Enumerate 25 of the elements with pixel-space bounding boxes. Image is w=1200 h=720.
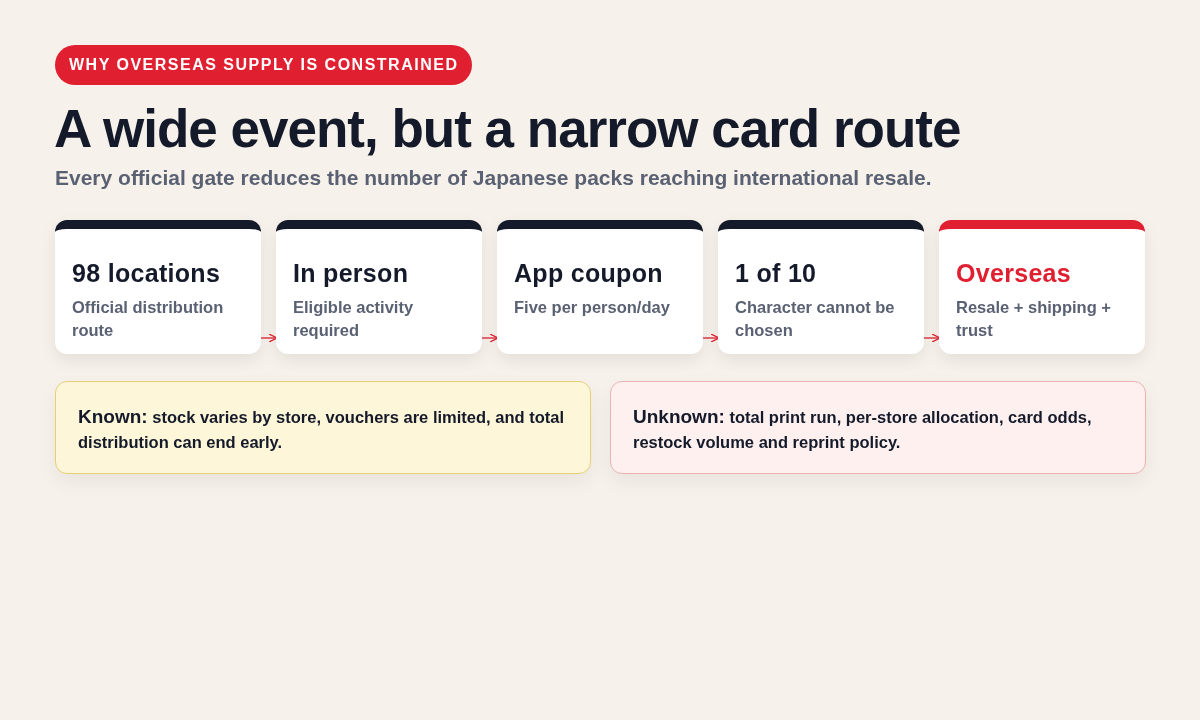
note-text: Unknown: total print run, per-store allocation, card odds, restock volume and reprint policy. [633,405,1093,453]
card-description: Five per person/day [514,297,671,318]
note-card [610,381,1146,474]
card-heading: 1 of 10 [735,259,818,288]
page-title: A wide event, but a narrow card route [54,98,961,159]
note-text: Known: stock varies by store, vouchers are limited, and total distribution can end early. [78,405,565,453]
card-heading: 98 locations [72,259,222,288]
card-heading: App coupon [514,259,664,288]
arrow [260,333,278,343]
subtitle: Every official gate reduces the number of Japanese packs reaching international resale. [55,166,932,190]
step-card [55,220,261,354]
step-card [939,220,1145,354]
section-badge: WHY OVERSEAS SUPPLY IS CONSTRAINED [55,45,473,85]
card-description: Resale + shipping + trust [956,297,1112,341]
step-card [718,220,924,354]
step-card [497,220,703,354]
card-description: Character cannot be chosen [735,297,896,341]
card-heading: In person [293,259,410,288]
arrow [702,333,720,343]
card-description: Eligible activity required [293,297,415,341]
arrow [481,333,499,343]
step-card [276,220,482,354]
card-heading: Overseas [956,259,1072,288]
card-description: Official distribution route [72,297,225,341]
note-card [55,381,591,474]
